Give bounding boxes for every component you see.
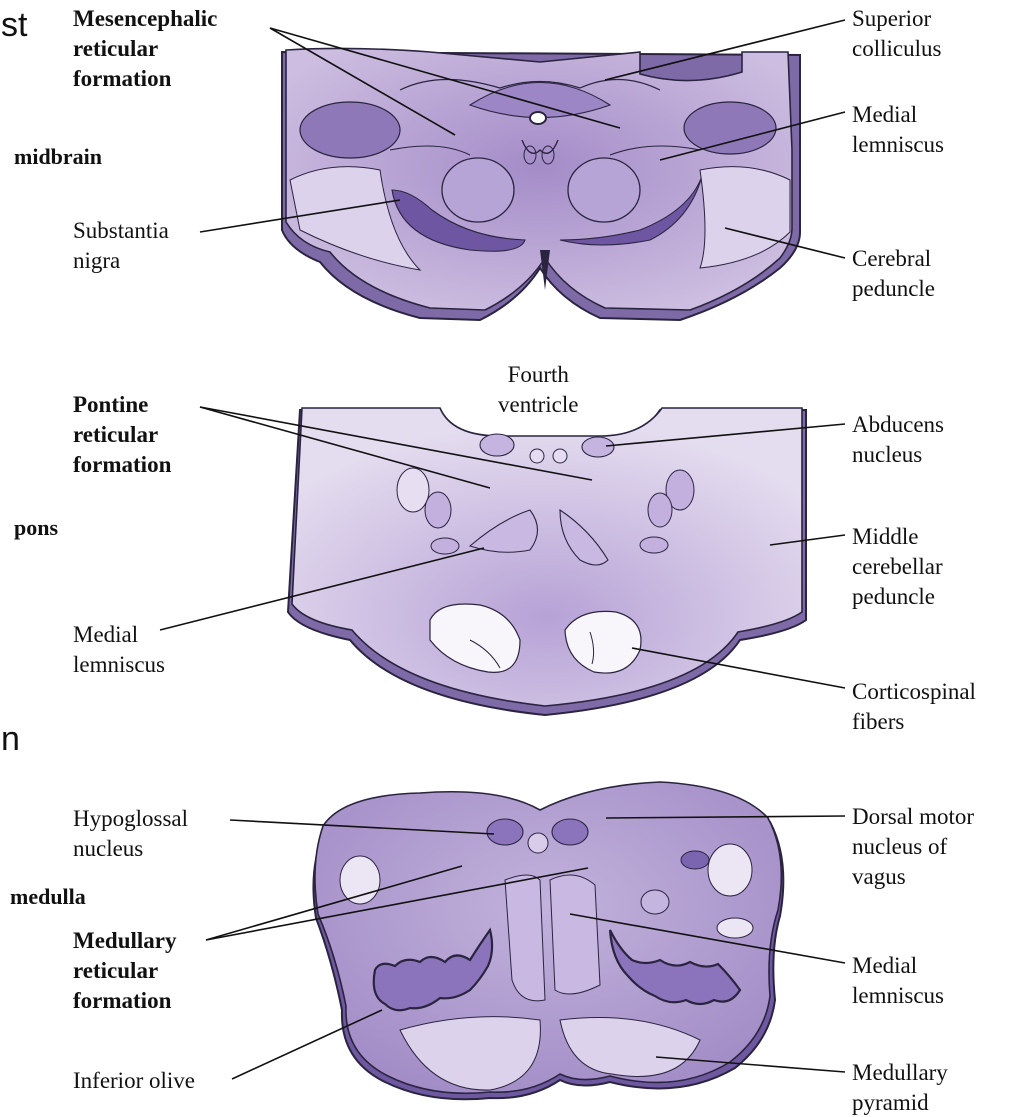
label-corticospinal-fibers: Corticospinal fibers [852, 677, 976, 737]
region-label-midbrain: midbrain [14, 144, 102, 170]
medulla-section [313, 782, 783, 1099]
cropped-text-fragment-mid: n [1, 720, 20, 759]
label-medullary-pyramid: Medullary pyramid [852, 1058, 948, 1117]
label-medial-lemniscus-pons: Medial lemniscus [73, 620, 165, 680]
label-superior-colliculus: Superior colliculus [852, 4, 941, 64]
label-dorsal-motor-nucleus-of-vagus: Dorsal motor nucleus of vagus [852, 802, 974, 892]
region-label-medulla: medulla [10, 884, 86, 910]
label-abducens-nucleus: Abducens nucleus [852, 410, 944, 470]
label-medial-lemniscus-medulla: Medial lemniscus [852, 951, 944, 1011]
label-substantia-nigra: Substantia nigra [73, 216, 169, 276]
region-label-pons: pons [14, 515, 58, 541]
label-fourth-ventricle: Fourth ventricle [498, 360, 578, 420]
label-inferior-olive: Inferior olive [73, 1066, 195, 1096]
label-mesencephalic-reticular-formation: Mesencephalic reticular formation [73, 4, 217, 94]
label-middle-cerebellar-peduncle: Middle cerebellar peduncle [852, 522, 943, 612]
midbrain-section [282, 48, 800, 320]
label-hypoglossal-nucleus: Hypoglossal nucleus [73, 804, 188, 864]
label-cerebral-peduncle: Cerebral peduncle [852, 244, 935, 304]
label-pontine-reticular-formation: Pontine reticular formation [73, 390, 171, 480]
cropped-text-fragment-top: st [1, 6, 27, 45]
label-medullary-reticular-formation: Medullary reticular formation [73, 926, 177, 1016]
label-medial-lemniscus-midbrain: Medial lemniscus [852, 100, 944, 160]
